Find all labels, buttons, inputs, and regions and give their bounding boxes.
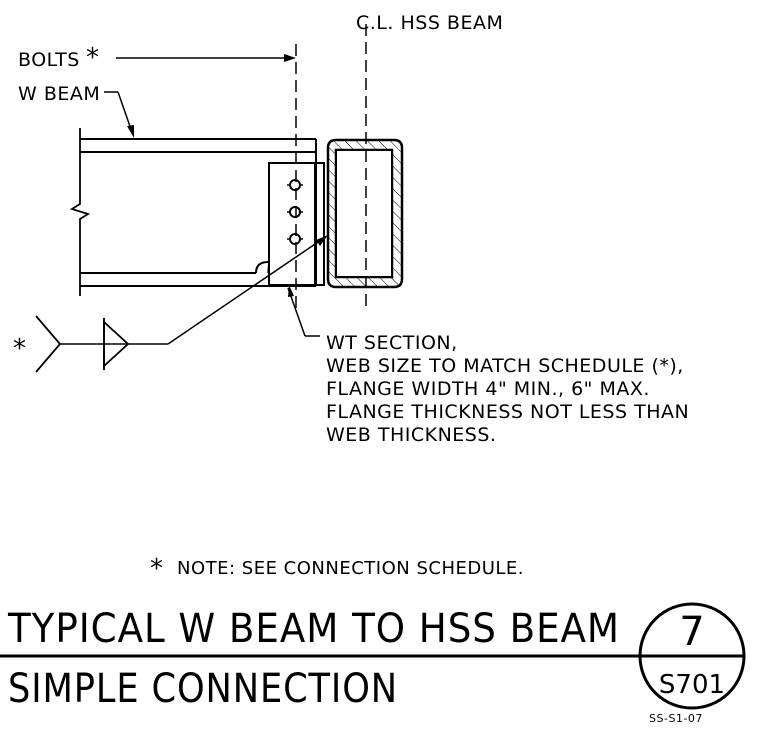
bolts <box>287 179 303 245</box>
note-star: * <box>150 554 164 584</box>
wt-line-1: WT SECTION, <box>326 332 458 354</box>
title-line-1: TYPICAL W BEAM TO HSS BEAM <box>7 606 620 652</box>
title-line-2: SIMPLE CONNECTION <box>8 666 398 712</box>
drawing-code: SS-S1-07 <box>649 712 703 725</box>
detail-bubble: 7 S701 <box>638 602 746 710</box>
bolts-label: BOLTS <box>18 49 80 71</box>
wt-section-note: WT SECTION, WEB SIZE TO MATCH SCHEDULE (… <box>326 332 689 446</box>
wt-line-5: WEB THICKNESS. <box>326 424 496 446</box>
arrow-heads <box>127 54 328 297</box>
w-beam-label: W BEAM <box>18 83 100 105</box>
connection-note: NOTE: SEE CONNECTION SCHEDULE. <box>177 558 524 579</box>
leaders <box>60 57 325 345</box>
sheet-number: S701 <box>659 670 725 700</box>
weld-symbol <box>35 315 130 373</box>
bolts-star: * <box>86 43 100 73</box>
cl-hss-label: C.L. HSS BEAM <box>356 12 503 34</box>
weld-star: * <box>13 334 27 364</box>
w-beam <box>69 128 317 296</box>
center-lines <box>295 24 367 312</box>
wt-line-2: WEB SIZE TO MATCH SCHEDULE (*), <box>326 355 684 377</box>
detail-number: 7 <box>679 609 704 655</box>
wt-line-4: FLANGE THICKNESS NOT LESS THAN <box>326 401 689 423</box>
wt-section <box>268 162 325 286</box>
wt-line-3: FLANGE WIDTH 4" MIN., 6" MAX. <box>326 378 650 400</box>
hss-beam <box>326 138 404 289</box>
